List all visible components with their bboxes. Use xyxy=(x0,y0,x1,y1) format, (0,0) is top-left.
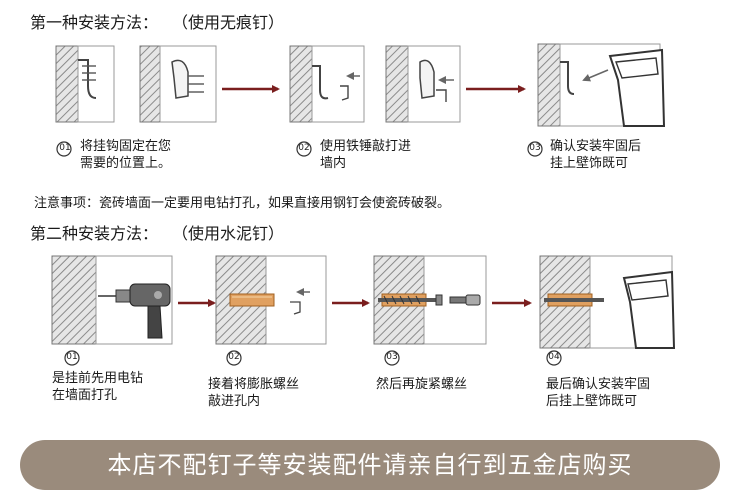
installation-note: 注意事项：瓷砖墙面一定要用电钻打孔，如果直接用钢钉会使瓷砖破裂。 xyxy=(34,196,451,211)
method1-step1-line2: 需要的位置上。 xyxy=(80,156,172,171)
method2-step2-number-icon xyxy=(226,350,242,366)
method2-step4-text: 最后确认安装牢固 后挂上壁饰既可 xyxy=(546,376,650,410)
method1-step1-line1: 将挂钩固定在您 xyxy=(80,139,172,154)
method2-step3-text: 然后再旋紧螺丝 xyxy=(376,376,467,393)
method2-heading: 第二种安装方法： （使用水泥钉） xyxy=(30,220,284,244)
method2-step2-line1: 接着将膨胀螺丝 xyxy=(208,377,300,392)
method2-subtitle: （使用水泥钉） xyxy=(180,224,285,243)
notice-banner: 本店不配钉子等安装配件请亲自行到五金店购买 xyxy=(20,440,720,490)
method2-step1-text: 是挂前先用电钻 在墙面打孔 xyxy=(52,370,143,404)
method2-step3-illustration xyxy=(373,255,487,345)
method2-step1-illustration xyxy=(51,255,173,345)
method1-step2-line1: 使用铁锤敲打进 xyxy=(320,139,412,154)
method1-heading: 第一种安装方法： （使用无痕钉） xyxy=(30,9,284,33)
method1-step3-text: 确认安装牢固后 挂上壁饰既可 xyxy=(550,138,641,172)
method2-step2-text: 接着将膨胀螺丝 敲进孔内 xyxy=(208,376,299,410)
method1-step3-number-icon xyxy=(527,141,543,157)
method2-arrow-3 xyxy=(492,299,532,307)
method1-arrow-2 xyxy=(466,85,526,93)
method1-step3-line2: 挂上壁饰既可 xyxy=(550,156,629,171)
method2-arrow-1 xyxy=(178,299,216,307)
method2-step1-number: 01 xyxy=(66,352,78,362)
method2-step4-line2: 后挂上壁饰既可 xyxy=(546,394,638,409)
method2-step4-number: 04 xyxy=(548,352,560,362)
method2-step4-illustration xyxy=(539,255,676,349)
method1-step1-number: 01 xyxy=(59,143,71,153)
method1-step1-number-icon xyxy=(56,141,72,157)
method2-step3-number-icon xyxy=(384,350,400,366)
method2-step1-line1: 是挂前先用电钻 xyxy=(52,371,144,386)
method2-step1-number-icon xyxy=(64,350,80,366)
method2-arrow-2 xyxy=(332,299,370,307)
method1-step3-line1: 确认安装牢固后 xyxy=(550,139,642,154)
method2-step2-illustration xyxy=(215,255,327,345)
method1-arrow-1 xyxy=(222,85,280,93)
method1-step3-illustration xyxy=(537,43,666,127)
method1-step2-text: 使用铁锤敲打进 墙内 xyxy=(320,138,411,172)
method1-step1-text: 将挂钩固定在您 需要的位置上。 xyxy=(80,138,171,172)
method1-title: 第一种安装方法： xyxy=(30,13,159,32)
method1-subtitle: （使用无痕钉） xyxy=(180,13,285,32)
method2-step4-line1: 最后确认安装牢固 xyxy=(546,377,651,392)
method1-step2-line2: 墙内 xyxy=(320,156,347,171)
method1-step3-number: 03 xyxy=(529,143,541,153)
method2-step4-number-icon xyxy=(546,350,562,366)
method1-step2-number: 02 xyxy=(298,143,310,153)
method2-step3-number: 03 xyxy=(386,352,398,362)
method2-title: 第二种安装方法： xyxy=(30,224,159,243)
method2-step1-line2: 在墙面打孔 xyxy=(52,388,118,403)
method1-step2-illustration xyxy=(289,45,461,123)
method2-step2-number: 02 xyxy=(228,352,240,362)
method2-step2-line2: 敲进孔内 xyxy=(208,394,261,409)
method1-step1-illustration xyxy=(55,45,217,123)
method1-step2-number-icon xyxy=(296,141,312,157)
method2-step3-line1: 然后再旋紧螺丝 xyxy=(376,377,468,392)
